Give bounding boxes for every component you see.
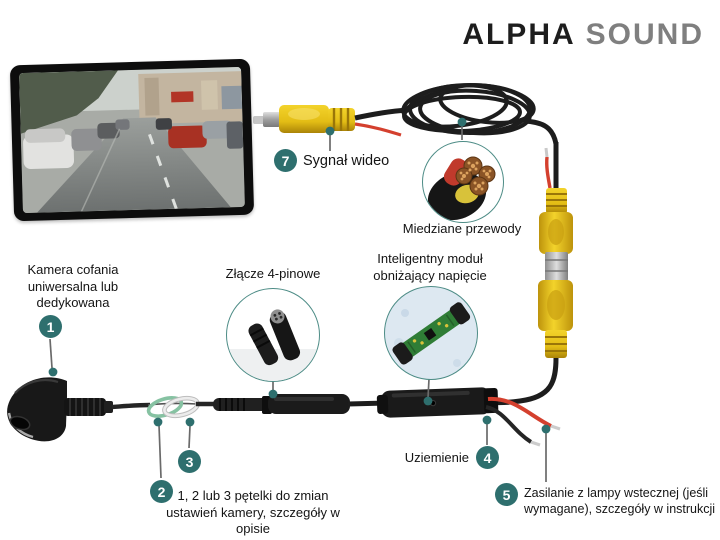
callout-dots — [48, 117, 551, 434]
callout-3-badge: 3 — [178, 450, 201, 473]
callout-2-number: 2 — [157, 483, 166, 500]
label-video-signal: Sygnał wideo — [303, 153, 390, 169]
callout-4-badge: 4 — [476, 446, 499, 469]
inset-copper-wires — [422, 141, 504, 223]
brand-logo: ALPHA SOUND — [462, 18, 704, 52]
callout-5-number: 5 — [502, 486, 511, 503]
label-copper-wires: Miedziane przewody — [402, 221, 522, 236]
four-pin-junction — [213, 394, 386, 414]
callout-lines — [49, 126, 547, 482]
voltage-module — [376, 387, 499, 418]
cable-coil — [401, 83, 559, 145]
callout-1-badge: 1 — [39, 315, 62, 338]
callout-3-number: 3 — [185, 453, 194, 470]
callout-2-badge: 2 — [150, 480, 173, 503]
label-voltage-module: Inteligentny moduł obniżający napięcie — [373, 251, 487, 283]
rca-coupler-stack — [487, 142, 573, 406]
callout-4-number: 4 — [483, 449, 492, 466]
four-pin-connector-image — [227, 309, 319, 381]
label-loops: 1, 2 lub 3 pętelki do zmian ustawień kam… — [166, 488, 340, 537]
rear-camera — [7, 377, 151, 442]
callout-1-number: 1 — [46, 318, 55, 335]
label-camera: Kamera cofania uniwersalna lub dedykowan… — [27, 262, 119, 311]
brand-name-primary: ALPHA — [462, 18, 576, 51]
rca-plug-video — [253, 105, 409, 137]
monitor-screen — [19, 66, 245, 214]
copper-wires-image — [427, 156, 496, 221]
module-output-wires — [485, 396, 561, 447]
label-ground: Uziemienie — [404, 450, 469, 465]
label-reverse-power: Zasilanie z lampy wstecznej (jeśli wymag… — [524, 486, 716, 516]
setting-loops — [146, 395, 216, 419]
label-four-pin: Złącze 4-pinowe — [225, 266, 321, 281]
monitor — [9, 58, 255, 222]
inset-voltage-module — [384, 286, 478, 380]
street-view-image — [19, 66, 245, 214]
brand-name-secondary: SOUND — [585, 18, 704, 51]
callout-5-badge: 5 — [495, 483, 518, 506]
callout-7-number: 7 — [281, 152, 290, 169]
callout-7-badge: 7 — [274, 149, 297, 172]
inset-four-pin-connector — [226, 288, 320, 382]
voltage-module-image — [392, 302, 471, 367]
